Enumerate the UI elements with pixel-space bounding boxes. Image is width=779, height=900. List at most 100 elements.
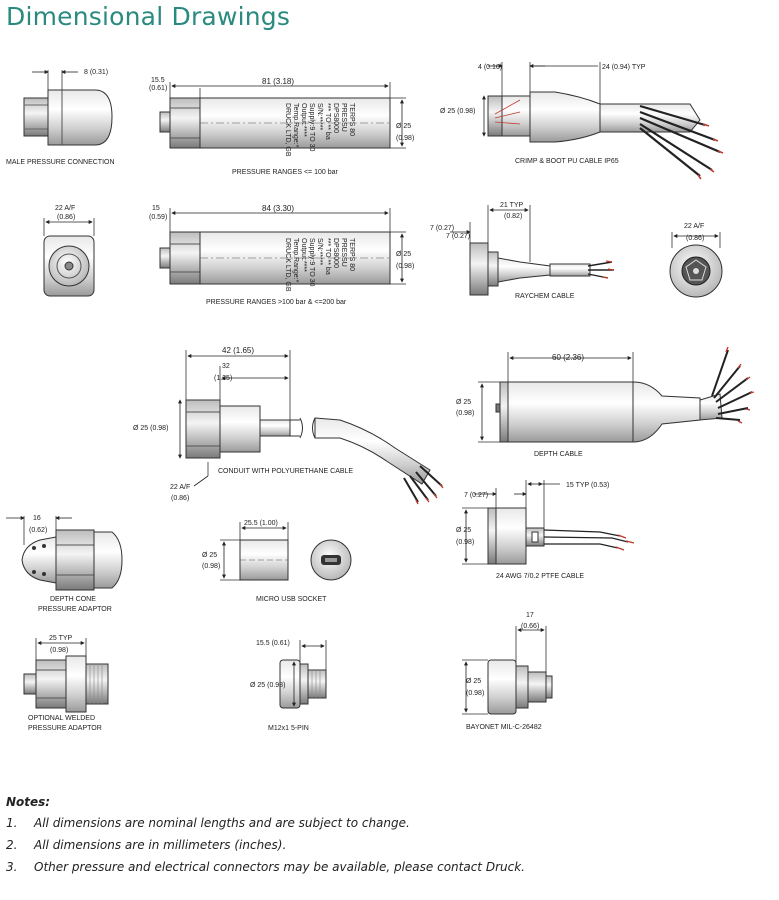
front-view-drawing: 22 A/F (0.86) xyxy=(43,205,95,297)
raychem-drawing: 21 TYP (0.82) 7 (0.27) 7 (0.27) RAYCHEM … xyxy=(430,202,615,300)
body200-label-5: S/N:***** xyxy=(316,238,323,266)
body200-label-1: DRUCK LTD, GB xyxy=(284,238,291,292)
bayonet-front-dim-b: (0.86) xyxy=(686,235,704,242)
body100-dim-a: 15.5 xyxy=(151,77,165,84)
body200-dim-b: (0.59) xyxy=(149,214,167,221)
m12-caption: M12x1 5-PIN xyxy=(268,725,309,732)
ptfe-dia-a: Ø 25 xyxy=(456,527,471,534)
body200-label-6: *** TO ** ba xyxy=(324,238,331,275)
micro-usb-dia-a: Ø 25 xyxy=(202,552,217,559)
main-body-100-drawing: TERPS 80 PRESSU DPS8000 *** TO ** ba S/N… xyxy=(149,77,414,176)
depth-cable-caption: DEPTH CABLE xyxy=(534,451,583,458)
depth-cable-drawing: 60 (2.36) Ø 25 (0.98) DEPTH CABLE xyxy=(456,346,755,458)
welded-caption-b: PRESSURE ADAPTOR xyxy=(28,725,102,732)
crimp-dia: Ø 25 (0.98) xyxy=(440,108,475,115)
conduit-af-a: 22 A/F xyxy=(170,484,190,491)
conduit-caption: CONDUIT WITH POLYURETHANE CABLE xyxy=(218,468,353,475)
note-item: 1. All dimensions are nominal lengths an… xyxy=(6,816,766,830)
m12-dim-a: 15.5 (0.61) xyxy=(256,640,290,647)
ptfe-dim-b: 15 TYP (0.53) xyxy=(566,482,609,489)
body100-label-9: TERPS 80 xyxy=(348,103,355,136)
micro-usb-length: 25.5 (1.00) xyxy=(244,520,278,527)
male-pressure-caption: MALE PRESSURE CONNECTION xyxy=(6,159,115,166)
body200-dim-a: 15 xyxy=(152,205,160,212)
bayonet-front-dim-a: 22 A/F xyxy=(684,223,704,230)
body100-label-6: *** TO ** ba xyxy=(324,103,331,140)
body100-length-dim: 81 (3.18) xyxy=(262,77,294,86)
body200-label-7: DPS8000 xyxy=(332,238,339,268)
note-text: Other pressure and electrical connectors… xyxy=(34,860,525,874)
raychem-dim-b: (0.82) xyxy=(504,213,522,220)
conduit-dim-a: 42 (1.65) xyxy=(222,346,254,355)
depth-cable-length: 60 (2.36) xyxy=(552,353,584,362)
raychem-dim-c: 7 (0.27) xyxy=(430,225,454,232)
note-text: All dimensions are in millimeters (inche… xyxy=(34,838,287,852)
welded-dim-a: 25 TYP xyxy=(49,635,73,642)
welded-caption-a: OPTIONAL WELDED xyxy=(28,715,95,722)
body200-length-dim: 84 (3.30) xyxy=(262,204,294,213)
bayonet-caption: BAYONET MIL-C-26482 xyxy=(466,724,542,731)
bayonet-dim-a: 17 xyxy=(526,612,534,619)
front-view-dim-a: 22 A/F xyxy=(55,205,75,212)
depth-cone-dim-a: 16 xyxy=(33,515,41,522)
micro-usb-caption: MICRO USB SOCKET xyxy=(256,596,327,603)
micro-usb-dia-b: (0.98) xyxy=(202,563,220,570)
bayonet-dia-b: (0.98) xyxy=(466,690,484,697)
notes-section: Notes: 1. All dimensions are nominal len… xyxy=(6,795,766,882)
body100-caption: PRESSURE RANGES <= 100 bar xyxy=(232,169,338,176)
conduit-dim-b: 32 xyxy=(222,363,230,370)
depth-cable-dia-b: (0.98) xyxy=(456,410,474,417)
welded-dim-b: (0.98) xyxy=(50,647,68,654)
crimp-boot-drawing: 4 (0.16) 24 (0.94) TYP Ø 25 (0.98) CRIMP… xyxy=(440,62,724,180)
bayonet-front-drawing: 22 A/F (0.86) xyxy=(669,223,723,298)
conduit-drawing: 42 (1.65) 32 (1.25) Ø 25 (0.98) 22 A/F (… xyxy=(133,346,444,505)
note-number: 3. xyxy=(6,860,18,874)
conduit-af-b: (0.86) xyxy=(171,495,189,502)
body100-label-1: DRUCK LTD, GB xyxy=(284,103,291,157)
body200-label-2: Temp.Range:* xyxy=(292,238,299,283)
ptfe-dim-a: 7 (0.27) xyxy=(464,492,488,499)
depth-cone-caption-b: PRESSURE ADAPTOR xyxy=(38,606,112,613)
m12-dia: Ø 25 (0.98) xyxy=(250,682,285,689)
main-body-200-drawing: TERPS 80 PRESSU DPS8000 *** TO ** ba S/N… xyxy=(149,204,414,306)
m12-drawing: 15.5 (0.61) Ø 25 (0.98) M12x1 5-PIN xyxy=(250,640,327,732)
male-pressure-dim: 8 (0.31) xyxy=(84,69,108,76)
body100-label-7: DPS8000 xyxy=(332,103,339,133)
raychem-caption: RAYCHEM CABLE xyxy=(515,293,575,300)
depth-cone-caption-a: DEPTH CONE xyxy=(50,596,96,603)
welded-drawing: 25 TYP (0.98) OPTIONAL WELDED PRESSURE A… xyxy=(23,635,109,732)
body200-label-8: PRESSU xyxy=(340,238,347,267)
note-item: 3. Other pressure and electrical connect… xyxy=(6,860,766,874)
bayonet-dia-a: Ø 25 xyxy=(466,678,481,685)
note-number: 2. xyxy=(6,838,18,852)
conduit-dia: Ø 25 (0.98) xyxy=(133,425,168,432)
body200-label-4: Supply:9 TO 30 xyxy=(308,238,315,286)
raychem-dim-d: 7 (0.27) xyxy=(446,233,470,240)
body100-dia-b: (0.98) xyxy=(396,135,414,142)
front-view-dim-b: (0.86) xyxy=(57,214,75,221)
bayonet-dim-b: (0.66) xyxy=(521,623,539,630)
raychem-dim-a: 21 TYP xyxy=(500,202,524,209)
body200-label-3: Output:**** xyxy=(300,238,307,272)
body100-label-2: Temp.Range:* xyxy=(292,103,299,148)
notes-title: Notes: xyxy=(6,795,51,809)
male-pressure-drawing: 8 (0.31) MALE PRESSURE CONNECTION xyxy=(6,69,115,166)
conduit-dim-c: (1.25) xyxy=(214,375,232,382)
ptfe-dia-b: (0.98) xyxy=(456,539,474,546)
note-item: 2. All dimensions are in millimeters (in… xyxy=(6,838,766,852)
depth-cone-drawing: 16 (0.62) DEPTH CONE PRESSURE ADAPTOR xyxy=(6,515,123,613)
body100-dia-a: Ø 25 xyxy=(396,123,411,130)
note-text: All dimensions are nominal lengths and a… xyxy=(34,816,410,830)
body100-label-5: S/N:***** xyxy=(316,103,323,131)
page-title: Dimensional Drawings xyxy=(6,2,291,31)
micro-usb-drawing: 25.5 (1.00) Ø 25 (0.98) MICRO USB SOCKET xyxy=(202,520,352,603)
body100-label-8: PRESSU xyxy=(340,103,347,132)
body200-caption: PRESSURE RANGES >100 bar & <=200 bar xyxy=(206,299,347,306)
crimp-dim-a: 4 (0.16) xyxy=(478,64,502,71)
note-number: 1. xyxy=(6,816,18,830)
body100-dim-b: (0.61) xyxy=(149,85,167,92)
body200-dia-a: Ø 25 xyxy=(396,251,411,258)
depth-cable-dia-a: Ø 25 xyxy=(456,399,471,406)
bayonet-drawing: 17 (0.66) Ø 25 (0.98) BAYONET MIL-C-2648… xyxy=(462,612,553,731)
